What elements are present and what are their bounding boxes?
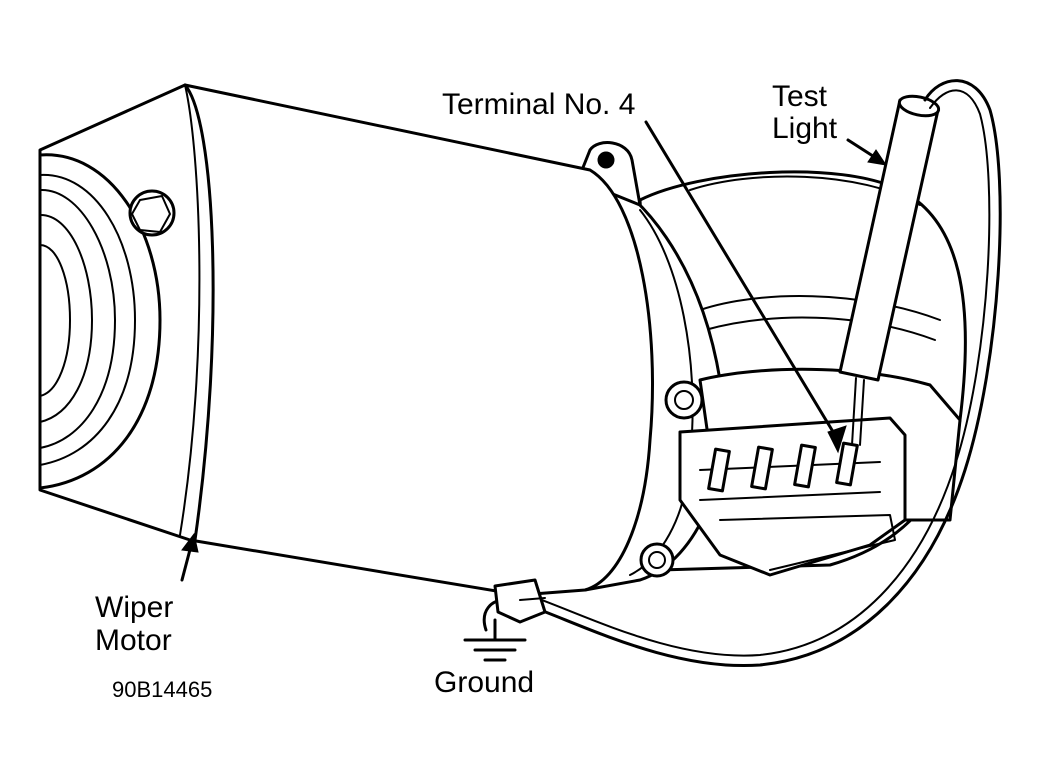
terminal-leader bbox=[644, 120, 847, 454]
terminal-4-blade bbox=[835, 441, 859, 487]
wiper-motor-label-line2: Motor bbox=[95, 624, 172, 657]
test-light-label-line1: Test bbox=[772, 80, 828, 113]
test-light-leader bbox=[846, 138, 888, 166]
wiper-motor-label-line1: Wiper bbox=[95, 591, 174, 624]
ground-clip bbox=[493, 578, 547, 624]
ground-symbol bbox=[463, 618, 527, 662]
flange-bolt-top bbox=[664, 380, 704, 420]
flange-bolt-bottom bbox=[639, 542, 675, 578]
figure-code: 90B14465 bbox=[112, 677, 213, 702]
motor-can bbox=[38, 83, 654, 597]
terminal-label: Terminal No. 4 bbox=[442, 88, 636, 121]
can-bolt bbox=[128, 189, 176, 237]
connector bbox=[678, 367, 962, 577]
ground-label: Ground bbox=[434, 666, 535, 699]
mounting-ear bbox=[576, 141, 642, 207]
test-light-label-line2: Light bbox=[772, 112, 838, 145]
wiper-motor-leader bbox=[180, 532, 199, 582]
test-light-probe bbox=[838, 94, 941, 446]
motor-end-cap bbox=[38, 153, 162, 490]
